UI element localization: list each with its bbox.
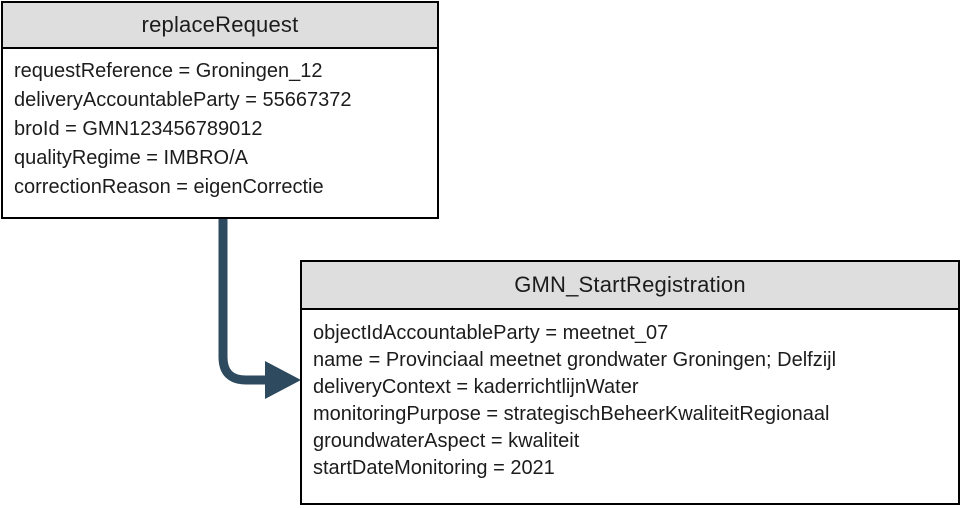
attribute-start-date-monitoring: startDateMonitoring = 2021 (313, 457, 555, 479)
replace-request-box-attributes: requestReference = Groningen_12 delivery… (3, 49, 437, 202)
gmn-start-registration-box-title: GMN_StartRegistration (302, 262, 958, 310)
attribute-delivery-accountable-party: deliveryAccountableParty = 55667372 (14, 89, 352, 111)
attribute-delivery-context: deliveryContext = kaderrichtlijnWater (313, 376, 639, 398)
replace-request-box: replaceRequest requestReference = Gronin… (1, 1, 439, 219)
attribute-request-reference: requestReference = Groningen_12 (14, 60, 323, 82)
attribute-object-id-accountable-party: objectIdAccountableParty = meetnet_07 (313, 322, 669, 344)
attribute-bro-id: broId = GMN123456789012 (14, 118, 263, 140)
connector-arrow-line (218, 219, 268, 385)
attribute-correction-reason: correctionReason = eigenCorrectie (14, 176, 324, 198)
gmn-start-registration-box: GMN_StartRegistration objectIdAccountabl… (300, 260, 960, 505)
replace-request-box-title: replaceRequest (3, 3, 437, 49)
connector-arrowhead-icon (265, 361, 301, 399)
attribute-quality-regime: qualityRegime = IMBRO/A (14, 147, 248, 169)
gmn-start-registration-box-attributes: objectIdAccountableParty = meetnet_07 na… (302, 310, 958, 482)
attribute-groundwater-aspect: groundwaterAspect = kwaliteit (313, 430, 580, 452)
attribute-name: name = Provinciaal meetnet grondwater Gr… (313, 349, 837, 371)
attribute-monitoring-purpose: monitoringPurpose = strategischBeheerKwa… (313, 403, 830, 425)
